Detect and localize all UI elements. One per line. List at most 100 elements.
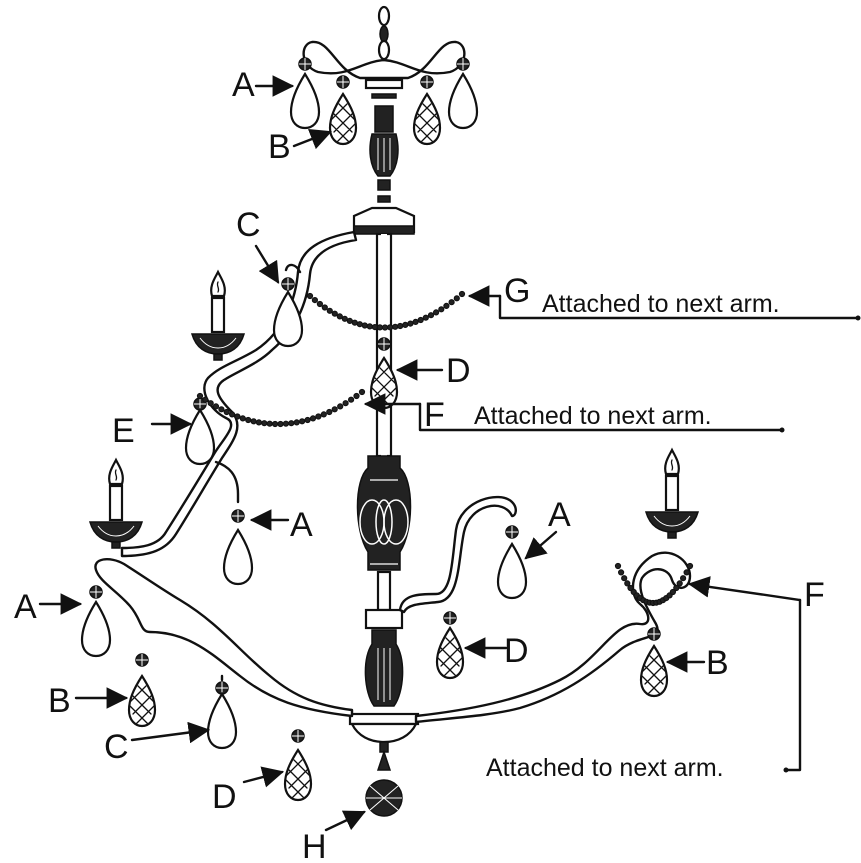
chain-bead — [316, 300, 323, 308]
callout-lines — [38, 75, 861, 832]
chain-bead — [299, 418, 306, 425]
chain-bead — [427, 312, 435, 319]
chain-bead — [255, 419, 262, 426]
chain-bead — [234, 413, 241, 420]
label-d-center-arm: D — [504, 632, 529, 670]
bead-chain-f-upper — [196, 388, 366, 428]
ceiling-chain — [377, 5, 391, 61]
chain-bead — [218, 406, 225, 413]
chain-bead — [387, 324, 394, 331]
chain-bead — [353, 392, 360, 400]
label-g: G — [504, 272, 530, 310]
chain-bead — [348, 396, 355, 403]
chain-bead — [207, 400, 214, 407]
label-a-top: A — [232, 66, 255, 104]
chain-bead — [673, 584, 680, 592]
label-b-top: B — [268, 128, 291, 166]
label-d-column: D — [446, 352, 471, 390]
chain-bead — [412, 318, 419, 325]
chain-bead — [321, 304, 328, 311]
right-arm — [414, 448, 700, 724]
upper-left-crystals — [184, 277, 304, 586]
chain-bead — [361, 322, 368, 329]
label-h: H — [302, 828, 327, 863]
bead-chain-f-right — [614, 562, 694, 607]
chain-bead — [621, 575, 628, 582]
chain-bead — [315, 413, 322, 420]
chain-bead — [627, 584, 634, 592]
label-c-upper: C — [236, 206, 261, 244]
chain-bead — [326, 408, 333, 416]
note-f-right-attached: Attached to next arm. — [486, 754, 724, 782]
chain-bead — [443, 302, 450, 309]
chain-bead — [669, 588, 677, 596]
top-stem-ornament — [369, 105, 399, 203]
chain-bead — [381, 324, 389, 331]
chain-bead — [272, 420, 279, 428]
chain-bead — [376, 324, 383, 331]
chain-bead — [331, 406, 338, 413]
lower-column — [364, 570, 404, 707]
chain-bead — [402, 321, 409, 328]
chain-bead — [680, 575, 687, 582]
label-a-center-arm: A — [548, 496, 571, 534]
lower-left-arm — [88, 458, 354, 718]
chain-bead — [417, 316, 424, 324]
chain-bead — [351, 319, 358, 326]
part-labels: A B C G D F E A A A F D B B C D H — [14, 66, 825, 863]
chain-bead — [337, 403, 344, 410]
chain-bead — [309, 415, 317, 422]
chain-bead — [358, 388, 366, 396]
note-g-attached: Attached to next arm. — [542, 290, 780, 318]
chain-bead — [304, 416, 311, 424]
chain-bead — [618, 569, 625, 576]
chain-bead — [223, 408, 230, 416]
label-e: E — [112, 412, 135, 450]
chain-bead — [288, 420, 295, 427]
chain-bead — [686, 562, 694, 570]
chain-bead — [422, 314, 429, 321]
label-c-lower: C — [104, 728, 129, 766]
label-f-right: F — [804, 576, 825, 614]
chain-bead — [320, 411, 327, 418]
upper-left-arm — [120, 230, 358, 558]
chain-bead — [342, 400, 349, 407]
note-f-upper-attached: Attached to next arm. — [474, 402, 712, 430]
chain-bead — [326, 307, 333, 314]
chain-bead — [407, 320, 414, 327]
chain-bead — [433, 309, 440, 316]
chain-bead — [438, 306, 445, 313]
chain-bead — [614, 562, 622, 570]
chain-bead — [624, 580, 631, 587]
chain-bead — [458, 290, 466, 298]
chain-bead — [371, 324, 378, 331]
bead-chain-g — [306, 290, 466, 331]
chain-bead — [331, 310, 338, 317]
chain-bead — [245, 416, 252, 424]
chain-bead — [277, 420, 284, 428]
chain-bead — [282, 420, 289, 427]
chain-bead — [212, 403, 220, 410]
chain-bead — [356, 321, 363, 328]
label-b-right: B — [706, 644, 729, 682]
chain-bead — [306, 292, 314, 300]
chain-bead — [266, 420, 273, 427]
bottom-bowl — [348, 712, 420, 753]
chain-bead — [311, 297, 318, 304]
chain-bead — [196, 392, 204, 400]
chain-bead — [293, 419, 300, 426]
chain-bead — [202, 396, 209, 403]
chain-bead — [341, 315, 348, 322]
label-f-upper: F — [424, 396, 445, 434]
label-b-lower-left: B — [48, 682, 71, 720]
center-right-arm — [398, 495, 517, 614]
chain-bead — [397, 322, 404, 330]
chain-bead — [250, 418, 257, 425]
upper-hub — [352, 206, 416, 235]
chain-bead — [336, 313, 343, 320]
chain-bead — [346, 317, 353, 324]
chain-bead — [239, 415, 246, 422]
label-a-upper-arm: A — [290, 506, 313, 544]
chain-bead — [448, 299, 455, 306]
